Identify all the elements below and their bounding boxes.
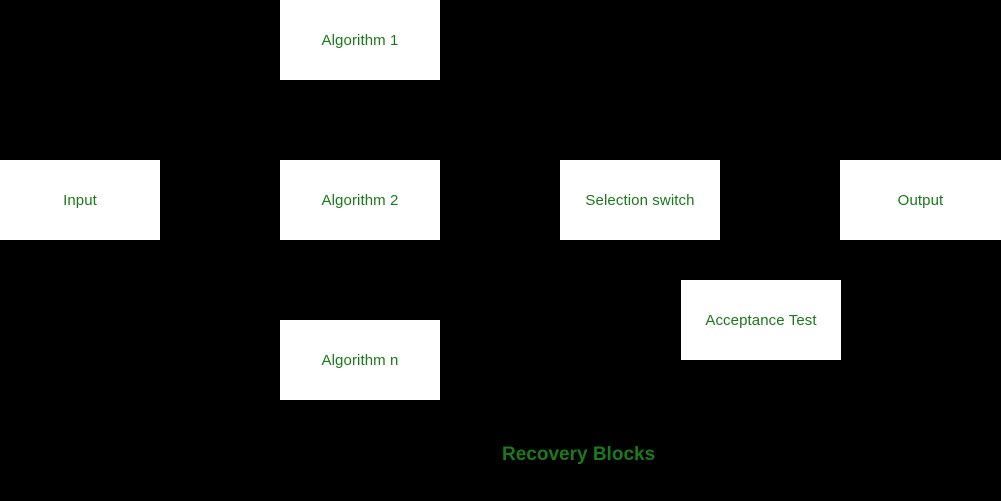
connector-algorithms-to-selection-switch	[440, 199, 560, 201]
node-input[interactable]: Input	[0, 160, 160, 240]
connector-selection-switch-to-acceptance-test	[760, 240, 762, 280]
node-output[interactable]: Output	[840, 160, 1001, 240]
node-algorithm-2[interactable]: Algorithm 2	[280, 160, 440, 240]
node-selection-switch[interactable]: Selection switch	[560, 160, 720, 240]
node-algorithm-1-label: Algorithm 1	[321, 31, 399, 49]
connector-selection-switch-to-output	[720, 199, 840, 201]
connector-input-to-algorithms	[160, 199, 280, 201]
diagram-caption: Recovery Blocks	[502, 444, 656, 465]
node-algorithm-1[interactable]: Algorithm 1	[280, 0, 440, 80]
node-algorithm-2-label: Algorithm 2	[321, 191, 399, 209]
node-algorithm-n[interactable]: Algorithm n	[280, 320, 440, 400]
node-input-label: Input	[63, 191, 97, 209]
node-algorithm-n-label: Algorithm n	[321, 351, 399, 369]
node-acceptance-test-label: Acceptance Test	[705, 311, 817, 329]
node-selection-switch-label: Selection switch	[585, 191, 695, 209]
node-output-label: Output	[897, 191, 944, 209]
node-acceptance-test[interactable]: Acceptance Test	[681, 280, 841, 360]
